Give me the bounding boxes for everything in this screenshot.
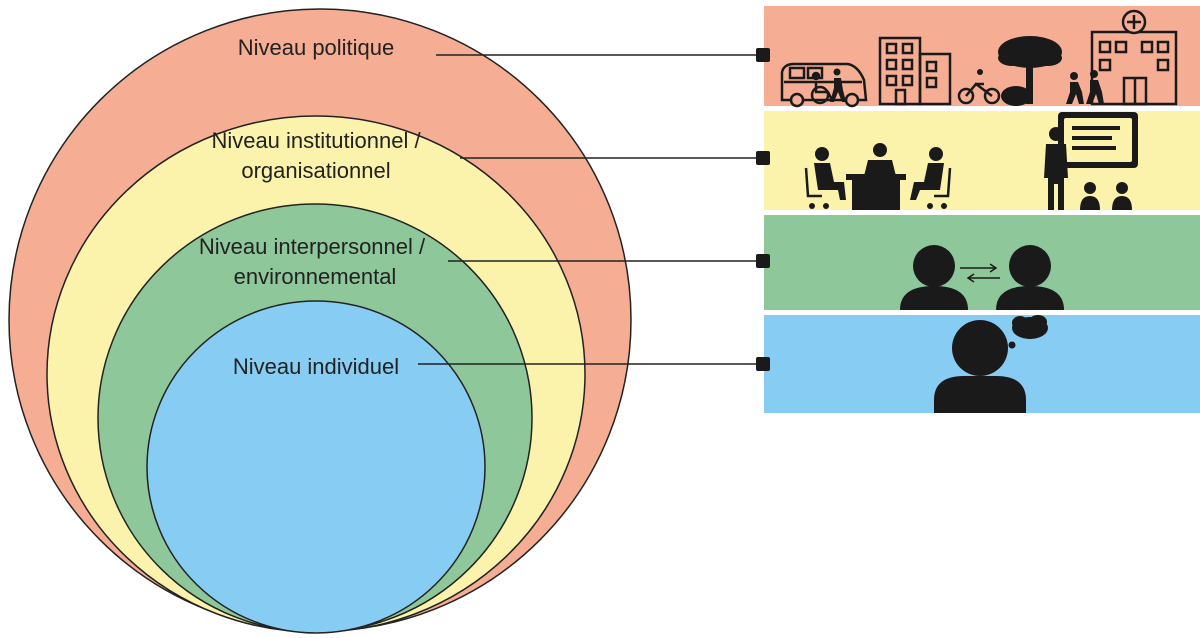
thought-bubble-icon [1002,315,1048,352]
connectors [418,54,762,365]
interpersonnel-icons [900,245,1064,310]
person-left-icon [900,245,968,310]
label-institutionnel-line1: Niveau institutionnel / [211,128,421,153]
audience-icon [1080,182,1132,210]
connector-markers [756,48,770,371]
circle-individuel [146,300,486,634]
level-labels: Niveau politique Niveau institutionnel /… [199,35,426,379]
van-icon [780,62,868,108]
individuel-icons [934,315,1048,413]
institutionnel-icons [804,112,1138,210]
family-walking-icon [1066,70,1104,104]
label-politique: Niveau politique [238,35,395,60]
person-right-icon [996,245,1064,310]
exchange-arrows-icon [960,263,1000,283]
marker-individuel [756,357,770,371]
label-interpersonnel-line2: environnemental [234,264,397,289]
bush-icon [1001,86,1031,106]
meeting-table-icon [804,143,952,210]
marker-institutionnel [756,151,770,165]
cyclist-icon [957,69,1001,105]
politique-icons [780,9,1178,108]
tree-icon [998,36,1062,104]
panel-interpersonnel [764,215,1200,310]
teacher-board-icon [1044,112,1138,210]
building-icon [878,36,952,106]
wheelchair-icon [810,71,834,105]
marker-politique [756,48,770,62]
pedestrian-icon [830,68,846,102]
nested-circles [8,8,632,634]
label-institutionnel-line2: organisationnel [241,158,390,183]
hospital-icon [1090,9,1178,106]
person-icon [934,320,1026,413]
label-interpersonnel-line1: Niveau interpersonnel / [199,234,426,259]
label-individuel: Niveau individuel [233,354,399,379]
marker-interpersonnel [756,254,770,268]
